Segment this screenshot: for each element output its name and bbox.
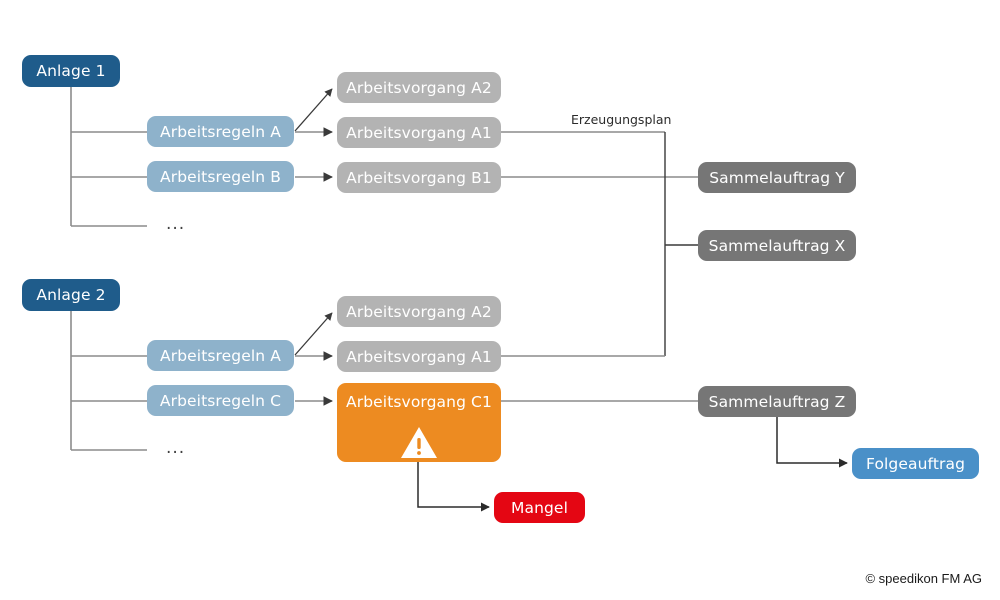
ellipsis-anlage-1: ... — [166, 214, 186, 234]
node-sammelauftrag-x[interactable]: Sammelauftrag X — [698, 230, 856, 261]
node-arbeitsvorgang-c1-label: Arbeitsvorgang C1 — [346, 393, 492, 411]
node-arbeitsvorgang-a2-bottom[interactable]: Arbeitsvorgang A2 — [337, 296, 501, 327]
warning-triangle-icon — [399, 425, 439, 459]
node-arbeitsvorgang-a1-top[interactable]: Arbeitsvorgang A1 — [337, 117, 501, 148]
node-arbeitsvorgang-b1-top[interactable]: Arbeitsvorgang B1 — [337, 162, 501, 193]
node-arbeitsvorgang-c1-bottom[interactable]: Arbeitsvorgang C1 — [337, 383, 501, 462]
node-arbeitsvorgang-a1-bottom[interactable]: Arbeitsvorgang A1 — [337, 341, 501, 372]
node-arbeitsvorgang-a2-top[interactable]: Arbeitsvorgang A2 — [337, 72, 501, 103]
node-arbeitsregeln-a-1[interactable]: Arbeitsregeln A — [147, 116, 294, 147]
node-sammelauftrag-z[interactable]: Sammelauftrag Z — [698, 386, 856, 417]
node-arbeitsregeln-a-2[interactable]: Arbeitsregeln A — [147, 340, 294, 371]
node-arbeitsregeln-b-1[interactable]: Arbeitsregeln B — [147, 161, 294, 192]
node-anlage-1[interactable]: Anlage 1 — [22, 55, 120, 87]
node-sammelauftrag-y[interactable]: Sammelauftrag Y — [698, 162, 856, 193]
node-arbeitsregeln-c-2[interactable]: Arbeitsregeln C — [147, 385, 294, 416]
ellipsis-anlage-2: ... — [166, 438, 186, 458]
node-anlage-2[interactable]: Anlage 2 — [22, 279, 120, 311]
copyright-notice: © speedikon FM AG — [865, 571, 982, 586]
label-erzeugungsplan: Erzeugungsplan — [571, 112, 672, 127]
node-mangel[interactable]: Mangel — [494, 492, 585, 523]
node-folgeauftrag[interactable]: Folgeauftrag — [852, 448, 979, 479]
